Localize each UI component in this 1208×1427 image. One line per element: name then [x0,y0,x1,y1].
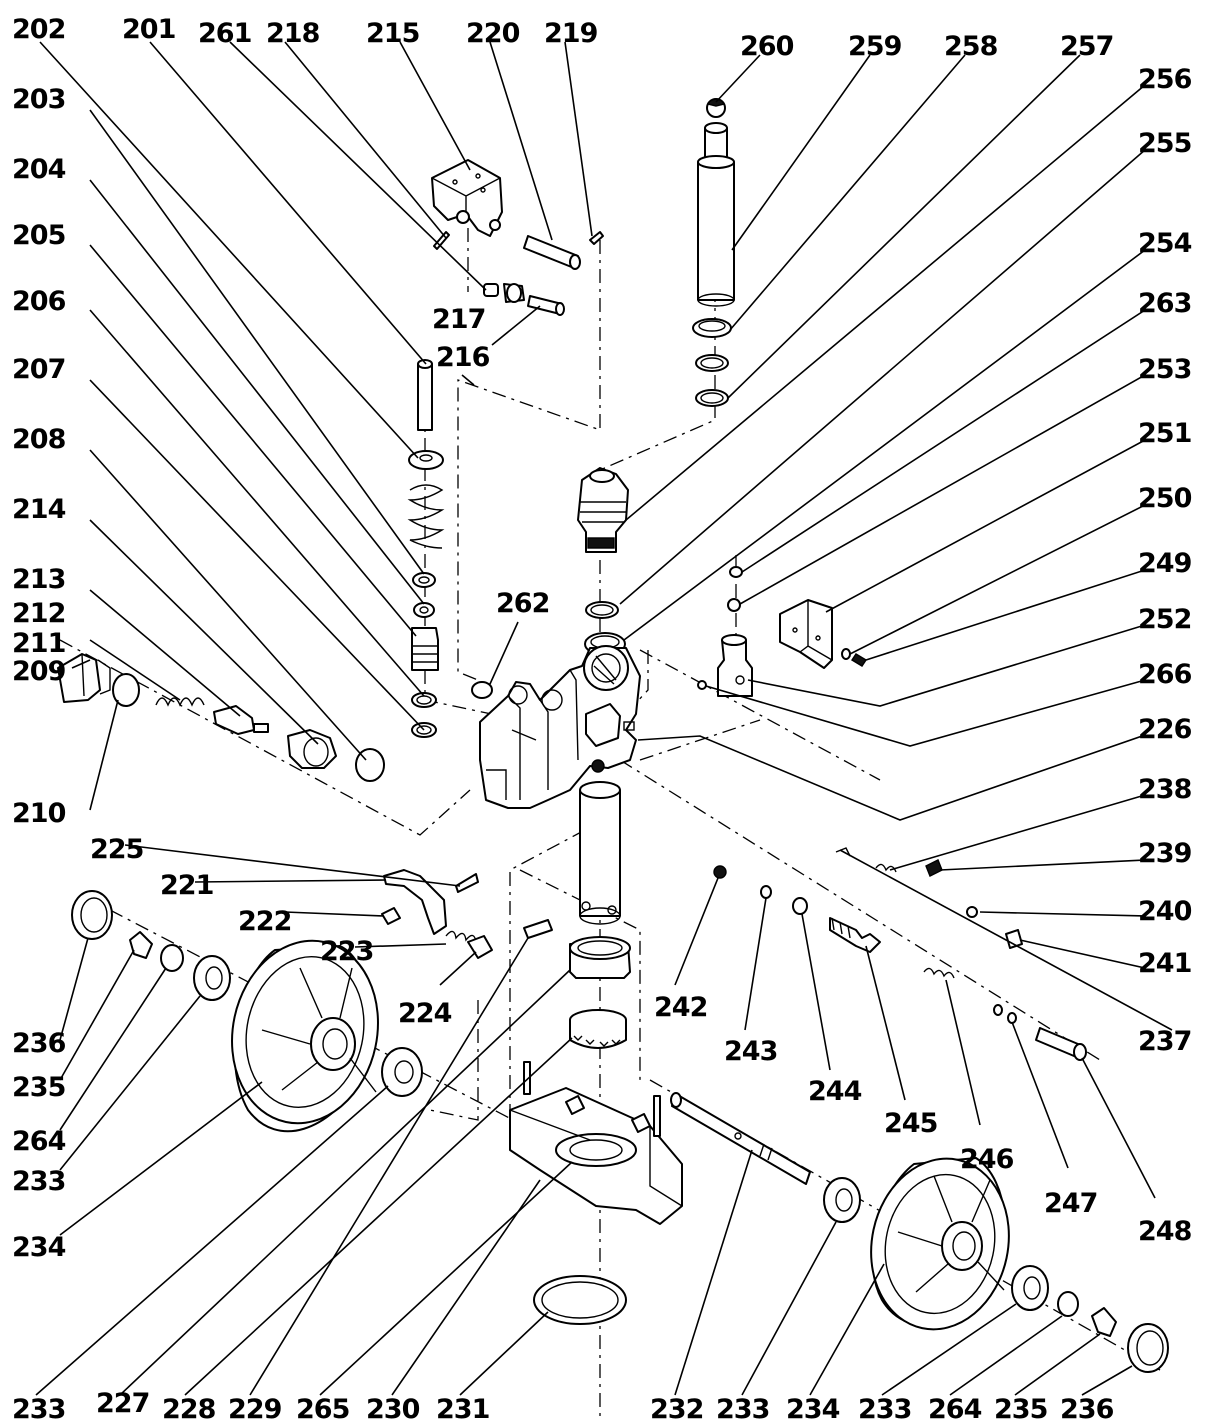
label-255: 255 [1138,128,1191,159]
label-259: 259 [848,31,902,62]
label-252: 252 [1138,604,1191,635]
label-239: 239 [1138,838,1192,869]
label-229: 229 [228,1394,282,1425]
label-216: 216 [436,342,490,373]
bearings [569,936,631,1049]
label-251: 251 [1138,418,1191,449]
side-plug-group [57,653,385,782]
wheel-left-234 [231,939,379,1133]
leader-lines [35,41,1173,1396]
shaft [579,781,621,925]
label-266: 266 [1138,659,1192,690]
label-217: 217 [432,304,485,335]
label-215: 215 [366,18,419,49]
part-labels: 202 201 261 218 215 220 219 260 259 258 … [12,14,1193,1425]
label-220: 220 [466,18,520,49]
label-218: 218 [266,18,320,49]
hub-cap-236-right [1127,1323,1169,1373]
label-234-left: 234 [12,1232,66,1263]
label-230: 230 [366,1394,420,1425]
label-245: 245 [884,1108,937,1139]
label-209: 209 [12,656,66,687]
valve-chain [713,847,1087,1061]
label-249: 249 [1138,548,1192,579]
piston-259 [697,122,735,307]
parts [57,98,1169,1373]
label-248: 248 [1138,1216,1192,1247]
label-257: 257 [1060,31,1113,62]
label-254: 254 [1138,228,1192,259]
label-242: 242 [654,992,707,1023]
label-240: 240 [1138,896,1192,927]
label-246: 246 [960,1144,1014,1175]
pump-body [479,645,641,809]
label-206: 206 [12,286,66,317]
label-258: 258 [944,31,998,62]
snap-ring-231 [533,1275,627,1325]
label-264-left: 264 [12,1126,66,1157]
label-226: 226 [1138,714,1192,745]
label-221: 221 [160,870,213,901]
label-237: 237 [1138,1026,1191,1057]
label-213: 213 [12,564,65,595]
label-228: 228 [162,1394,216,1425]
label-233-bottom-3: 233 [858,1394,911,1425]
cover-plate-251 [779,599,833,669]
pin-220 [523,235,581,270]
label-236-bottom: 236 [1060,1394,1114,1425]
label-227: 227 [96,1388,149,1419]
label-203: 203 [12,84,65,115]
label-261: 261 [198,18,251,49]
label-202: 202 [12,14,65,45]
label-219: 219 [544,18,598,49]
label-264-bottom: 264 [928,1394,982,1425]
label-204: 204 [12,154,66,185]
label-250: 250 [1138,483,1192,514]
label-233-left: 233 [12,1166,65,1197]
label-243: 243 [724,1036,777,1067]
label-235-bottom: 235 [994,1394,1047,1425]
label-263: 263 [1138,288,1191,319]
label-207: 207 [12,354,65,385]
label-225: 225 [90,834,143,865]
label-265: 265 [296,1394,349,1425]
label-214: 214 [12,494,66,525]
label-236-left: 236 [12,1028,66,1059]
label-223: 223 [320,936,373,967]
valve-cartridge-256 [577,467,629,553]
label-238: 238 [1138,774,1192,805]
label-235-left: 235 [12,1072,65,1103]
label-211: 211 [12,628,65,659]
label-262: 262 [496,588,549,619]
label-256: 256 [1138,64,1192,95]
wheel-right-234 [870,1157,1010,1331]
left-wheel-group [71,890,423,1097]
label-231: 231 [436,1394,489,1425]
label-212: 212 [12,598,65,629]
axle-232 [670,1092,811,1185]
label-210: 210 [12,798,66,829]
label-234-bottom: 234 [786,1394,840,1425]
label-260: 260 [740,31,794,62]
label-244: 244 [808,1076,862,1107]
label-233-bottom-1: 233 [12,1394,65,1425]
fork-base-230 [509,1061,683,1225]
label-241: 241 [1138,948,1191,979]
label-247: 247 [1044,1188,1097,1219]
label-233-bottom-2: 233 [716,1394,769,1425]
spring-stack [407,359,445,738]
label-201: 201 [122,14,175,45]
label-205: 205 [12,220,65,251]
handle-bracket-215 [431,159,503,237]
label-222: 222 [238,906,291,937]
label-224: 224 [398,998,452,1029]
label-253: 253 [1138,354,1191,385]
cap-252 [717,634,753,697]
label-208: 208 [12,424,66,455]
label-232: 232 [650,1394,703,1425]
